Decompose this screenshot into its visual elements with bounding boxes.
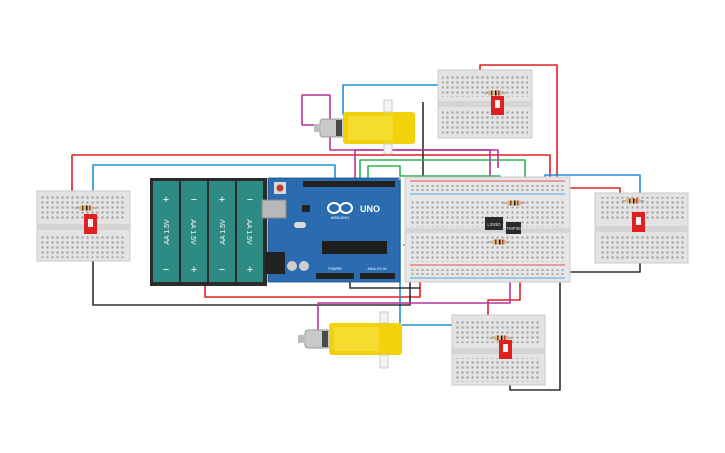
cell-label: AA 1.5V [220,219,227,245]
breadboard-bottom[interactable] [451,314,546,386]
digital-header [303,181,395,187]
breadboard-left[interactable] [36,190,131,262]
dc-motor-top[interactable] [314,99,415,155]
red-wire[interactable] [71,154,551,205]
atmega-chip [322,241,387,254]
power-jack [265,252,285,274]
minus-sign: − [163,264,169,276]
reset-button[interactable] [276,184,284,192]
minus-sign: − [219,264,225,276]
red-wire[interactable] [204,282,421,298]
resistor[interactable] [490,335,512,341]
minus-sign: − [247,194,253,206]
red-wire[interactable] [487,278,521,318]
analog-header-label: ANALOG IN [367,267,387,271]
cell-label: AA 1.5V [245,219,252,245]
board-label: UNO [360,204,380,214]
plus-sign: + [163,194,169,206]
resistor[interactable] [484,90,506,96]
slide-switch[interactable] [491,96,504,115]
magenta-wire[interactable] [354,149,499,180]
arduino-uno[interactable]: POWER ANALOG IN ARDUINO UNO [261,177,401,283]
resistor[interactable] [75,205,97,211]
power-header-label: POWER [328,267,342,271]
battery-cell: − + AA 1.5V [181,181,207,282]
breadboard-top[interactable] [437,69,533,139]
black-wire[interactable] [92,255,411,306]
breadboard-main[interactable] [404,176,571,283]
blue-wire[interactable] [92,164,336,205]
plus-sign: + [247,264,253,276]
resistor[interactable] [622,198,644,204]
slide-switch[interactable] [499,340,512,359]
l293d-chip[interactable]: L293D [485,217,503,230]
battery-pack[interactable]: + − AA 1.5V − + AA 1.5V + − AA 1.5V − + … [150,178,267,286]
power-header [316,273,354,279]
tmp36-sensor[interactable]: TMP36 [506,222,521,234]
analog-header [360,273,395,279]
usb-port [261,199,287,219]
brand-label: ARDUINO [331,215,349,220]
battery-cell: + − AA 1.5V [153,181,179,282]
resistor[interactable] [503,200,525,206]
arduino-logo-icon [327,202,353,214]
chip-label: L293D [487,222,501,227]
battery-cell: − + AA 1.5V [237,181,263,282]
dc-motor-bottom[interactable] [298,311,402,369]
slide-switch[interactable] [632,212,645,232]
slide-switch[interactable] [84,214,97,234]
cell-label: AA 1.5V [189,219,196,245]
resistor[interactable] [488,239,510,245]
minus-sign: − [191,194,197,206]
plus-sign: + [219,194,225,206]
battery-cell: + − AA 1.5V [209,181,235,282]
plus-sign: + [191,264,197,276]
black-wire[interactable] [349,280,420,289]
cell-label: AA 1.5V [164,219,171,245]
chip-label: TMP36 [506,226,521,231]
